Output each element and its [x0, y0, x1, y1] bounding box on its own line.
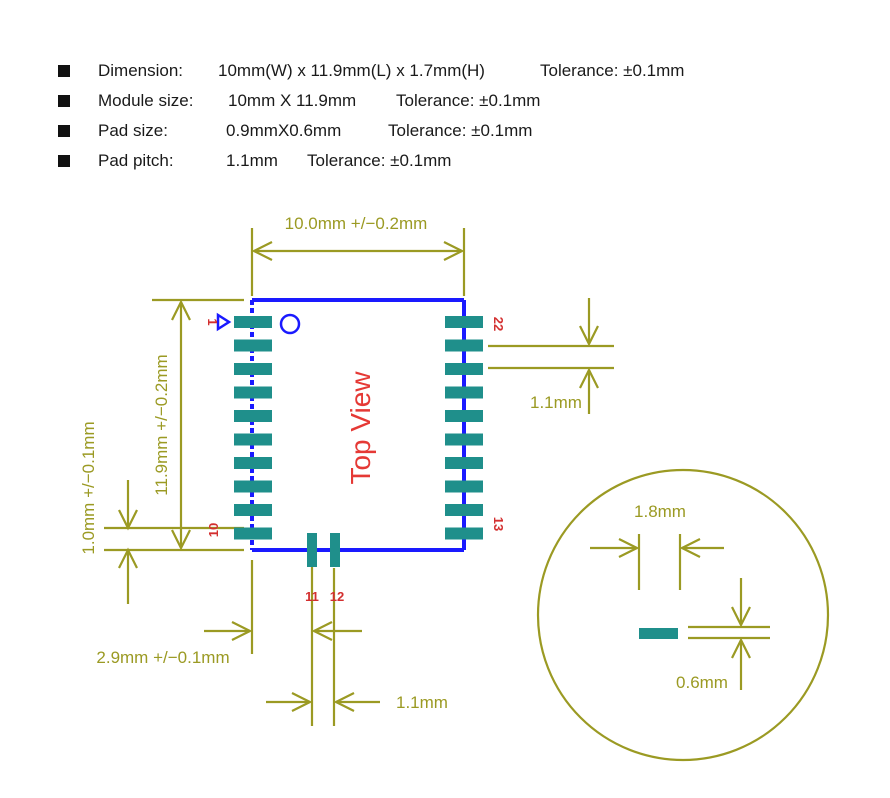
right-pad	[445, 410, 483, 422]
right-pad	[445, 504, 483, 516]
spec-value: 1.1mm	[226, 151, 278, 170]
left-pad	[234, 316, 272, 328]
left-pad	[234, 410, 272, 422]
spec-label: Pad size:	[98, 121, 168, 140]
right-pads	[445, 316, 483, 540]
pin-label-13: 13	[491, 517, 506, 531]
pad-length-label: 1.8mm	[634, 502, 686, 521]
right-pad	[445, 316, 483, 328]
left-pad	[234, 480, 272, 493]
detail-pad	[639, 628, 678, 639]
left-pad	[234, 363, 272, 375]
spec-value: 0.9mmX0.6mm	[226, 121, 342, 140]
right-pad	[445, 339, 483, 352]
right-pad	[445, 433, 483, 446]
bottom-pad	[307, 533, 317, 567]
right-pad	[445, 386, 483, 399]
left-pad	[234, 527, 272, 540]
spec-label: Module size:	[98, 91, 194, 110]
offset-dimension-label: 2.9mm +/−0.1mm	[96, 648, 229, 667]
spec-value: 10mm X 11.9mm	[228, 91, 357, 110]
pin-label-11: 11	[305, 589, 319, 604]
top-view-title: Top View	[345, 371, 376, 485]
pin-label-10: 10	[206, 523, 221, 537]
left-pad	[234, 386, 272, 399]
pin1-triangle-icon	[216, 312, 232, 332]
left-pad	[234, 339, 272, 352]
right-pad	[445, 363, 483, 375]
left-pad	[234, 504, 272, 516]
edge-dimension-label: 1.0mm +/−0.1mm	[79, 421, 98, 554]
bottom-pitch-label: 1.1mm	[396, 693, 448, 712]
pin1-marker-circle	[279, 313, 301, 335]
dimension-lines	[104, 228, 830, 762]
bullet-icon	[58, 155, 70, 167]
bullet-icon	[58, 65, 70, 77]
right-pad	[445, 527, 483, 540]
bottom-pad	[330, 533, 340, 567]
spec-tolerance: Tolerance: ±0.1mm	[388, 121, 533, 140]
spec-tolerance: Tolerance: ±0.1mm	[307, 151, 452, 170]
right-pitch-label: 1.1mm	[530, 393, 582, 412]
spec-label: Pad pitch:	[98, 151, 174, 170]
spec-tolerance: Tolerance: ±0.1mm	[396, 91, 541, 110]
pad-width-label: 0.6mm	[676, 673, 728, 692]
left-pad	[234, 457, 272, 469]
right-pad	[445, 457, 483, 469]
spec-value: 10mm(W) x 11.9mm(L) x 1.7mm(H)	[218, 61, 485, 80]
bullet-icon	[58, 95, 70, 107]
left-pads	[234, 316, 272, 540]
pin-label-1: 1	[205, 318, 220, 325]
right-pad	[445, 480, 483, 493]
pin-label-22: 22	[491, 317, 506, 331]
left-pad	[234, 433, 272, 446]
spec-tolerance: Tolerance: ±0.1mm	[540, 61, 685, 80]
bottom-pads	[307, 533, 340, 567]
length-dimension-label: 11.9mm +/−0.2mm	[152, 354, 171, 495]
width-dimension-label: 10.0mm +/−0.2mm	[285, 214, 428, 233]
pin-label-12: 12	[330, 589, 344, 604]
spec-label: Dimension:	[98, 61, 184, 80]
bullet-icon	[58, 125, 70, 137]
